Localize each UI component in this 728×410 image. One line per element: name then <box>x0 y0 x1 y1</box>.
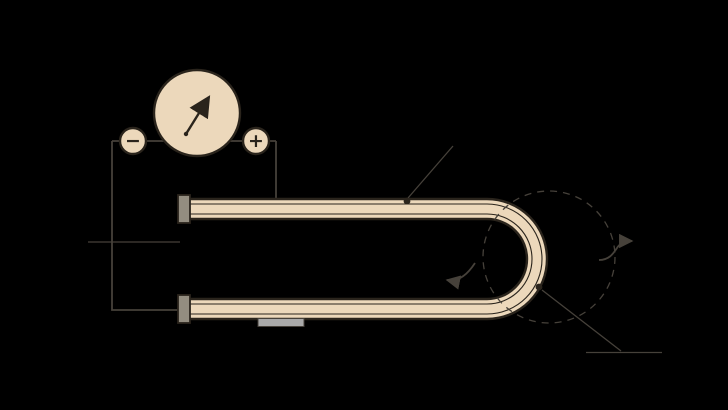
strip-inner-wall-lower <box>188 213 533 305</box>
pointer-dot-top <box>403 197 411 205</box>
circuit-wire-left <box>111 141 181 311</box>
support-plate <box>257 318 305 327</box>
strip-end-cap-top <box>177 194 191 224</box>
strip-inner-wall-upper <box>188 203 543 315</box>
positive-terminal-label: + <box>248 130 264 152</box>
negative-terminal-label: − <box>125 130 141 152</box>
pointer-dot-bottom <box>535 283 543 291</box>
galvanometer-body <box>152 68 242 158</box>
galvanometer-needle <box>184 95 211 135</box>
hairpin-strip-body <box>186 197 549 321</box>
pointer-line-top <box>407 145 454 199</box>
flow-arrow-left <box>445 262 476 290</box>
strip-end-cap-bottom <box>177 294 191 324</box>
flow-arrow-right <box>598 233 634 261</box>
pointer-line-bottom <box>541 289 622 352</box>
needle-pivot <box>183 131 189 137</box>
positive-terminal <box>241 126 271 156</box>
negative-terminal <box>118 126 148 156</box>
heat-zone-dashed-circle <box>482 190 616 324</box>
